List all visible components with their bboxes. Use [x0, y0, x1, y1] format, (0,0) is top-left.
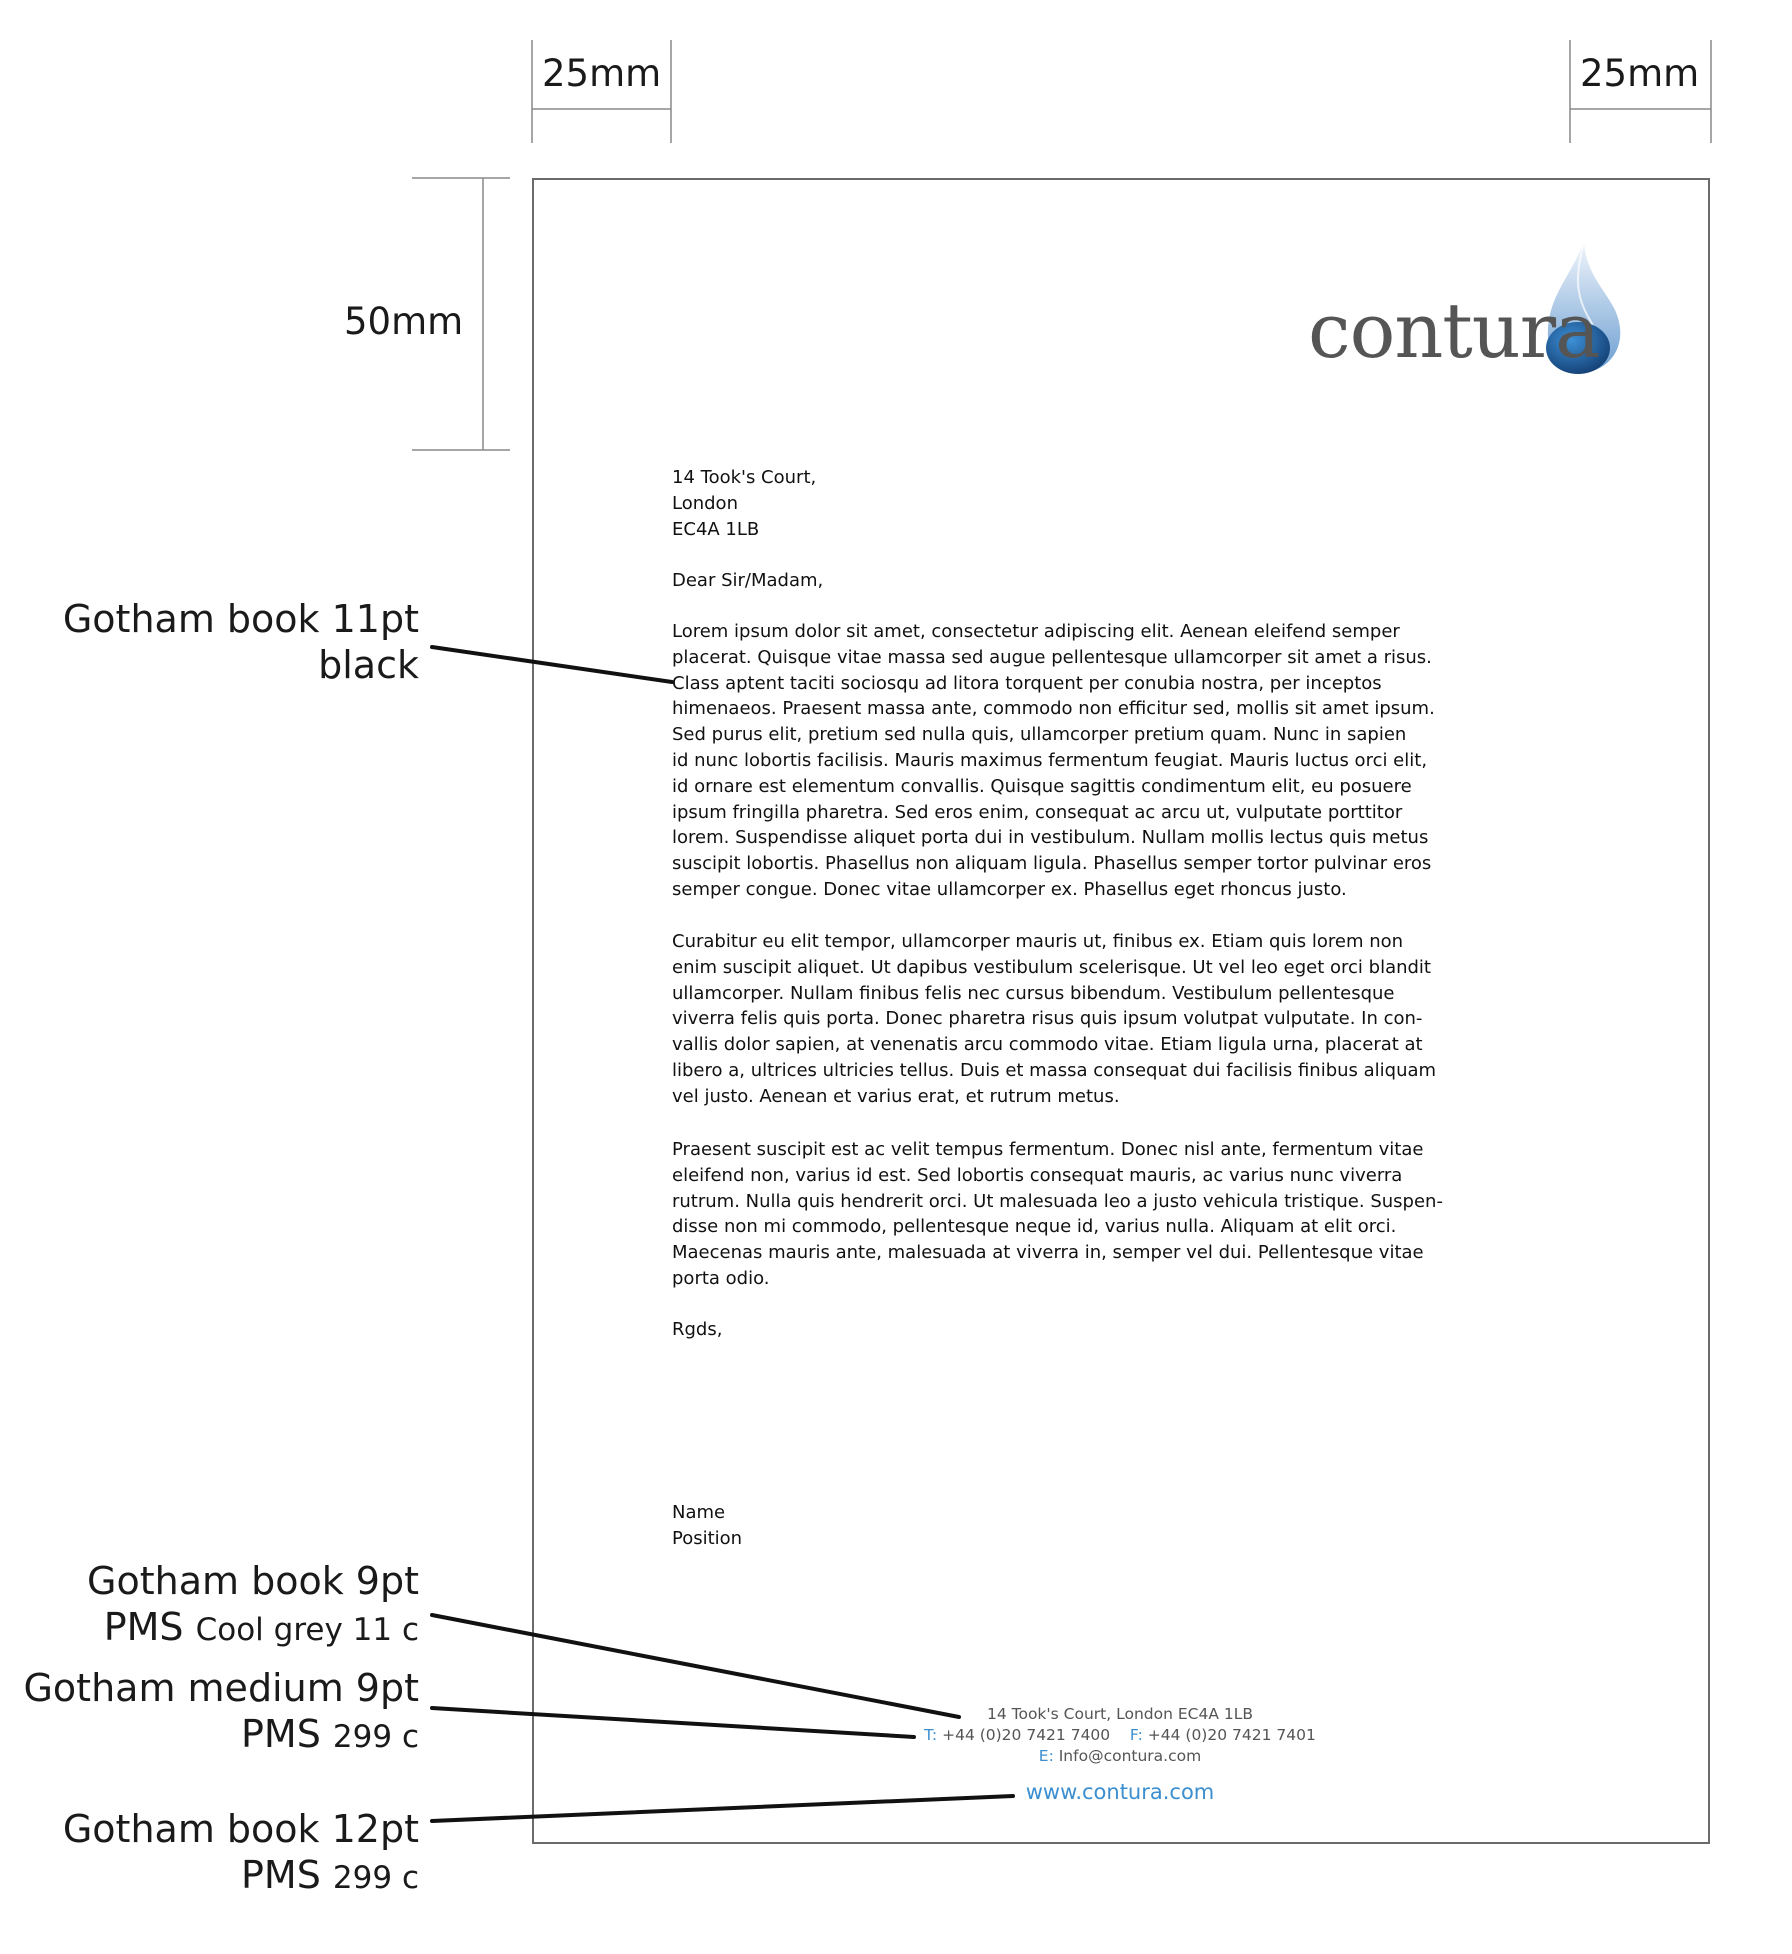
annotation-body-text: Gotham book 11pt black — [63, 596, 419, 688]
paragraph-line: enim suscipit aliquet. Ut dapibus vestib… — [672, 956, 1431, 978]
contura-logo: contura — [1308, 238, 1638, 388]
annotation-line1: Gotham book 12pt — [62, 1807, 419, 1851]
fax-number: +44 (0)20 7421 7401 — [1147, 1726, 1316, 1744]
annotation-line1: Gotham book 9pt — [87, 1559, 419, 1603]
email-address[interactable]: Info@contura.com — [1058, 1747, 1202, 1765]
annotation-line1: Gotham medium 9pt — [23, 1666, 419, 1710]
paragraph-line: disse non mi commodo, pellentesque neque… — [672, 1216, 1397, 1238]
letterhead-page — [532, 178, 1710, 1844]
paragraph-line: ipsum fringilla pharetra. Sed eros enim,… — [672, 801, 1403, 823]
water-drop-icon — [1546, 241, 1621, 374]
annotation-footer-labels: Gotham medium 9pt PMS 299 c — [23, 1665, 419, 1760]
footer-address: 14 Took's Court, London EC4A 1LB — [986, 1705, 1253, 1723]
footer-phone-fax: T: +44 (0)20 7421 7400 F: +44 (0)20 7421… — [700, 1726, 1540, 1744]
paragraph-line: rutrum. Nulla quis hendrerit orci. Ut ma… — [672, 1190, 1443, 1212]
annotation-footer-address: Gotham book 9pt PMS Cool grey 11 c — [87, 1558, 419, 1653]
signatory-name: Name — [672, 1502, 726, 1523]
left-margin-label: 25mm — [542, 52, 662, 95]
paragraph-line: Class aptent taciti sociosqu ad litora t… — [672, 672, 1382, 694]
logo-wordmark: contura — [1308, 286, 1600, 375]
paragraph-line: Curabitur eu elit tempor, ullamcorper ma… — [672, 931, 1404, 952]
paragraph-line: id ornare est elementum convallis. Quisq… — [672, 775, 1412, 797]
annotation-line2: black — [318, 643, 419, 687]
address-line: London — [672, 492, 738, 514]
paragraph-line: ullamcorper. Nullam finibus felis nec cu… — [672, 982, 1395, 1004]
footer-email: E: Info@contura.com — [700, 1747, 1540, 1765]
closing: Rgds, — [672, 1319, 723, 1340]
annotation-website: Gotham book 12pt PMS 299 c — [63, 1806, 419, 1901]
tel-label: T: — [924, 1726, 938, 1744]
annotation-small: Cool grey 11 c — [195, 1612, 419, 1648]
annotation-line2: PMS Cool grey 11 c — [87, 1604, 419, 1653]
paragraph-line: eleifend non, varius id est. Sed loborti… — [672, 1164, 1403, 1186]
signatory-position: Position — [672, 1528, 743, 1549]
paragraph-line: himenaeos. Praesent massa ante, commodo … — [672, 698, 1435, 720]
paragraph-line: libero a, ultrices ultricies tellus. Dui… — [672, 1060, 1437, 1081]
paragraph-line: vallis dolor sapien, at venenatis arcu c… — [672, 1034, 1423, 1056]
paragraph-line: placerat. Quisque vitae massa sed augue … — [672, 646, 1432, 668]
annotation-prefix: PMS — [241, 1853, 333, 1897]
paragraph-line: semper congue. Donec vitae ullamcorper e… — [672, 879, 1347, 900]
paragraph-line: lorem. Suspendisse aliquet porta dui in … — [672, 827, 1429, 849]
paragraph-line: porta odio. — [672, 1268, 770, 1289]
annotation-line2: PMS 299 c — [23, 1711, 419, 1760]
fax-label: F: — [1129, 1726, 1143, 1744]
address-line: 14 Took's Court, — [672, 467, 817, 488]
top-margin-label: 50mm — [344, 300, 464, 343]
paragraph-line: id nunc lobortis facilisis. Mauris maxim… — [672, 750, 1428, 771]
address-line: EC4A 1LB — [672, 518, 760, 540]
paragraph-line: Lorem ipsum dolor sit amet, consectetur … — [672, 621, 1400, 642]
paragraph-line: Praesent suscipit est ac velit tempus fe… — [672, 1139, 1424, 1160]
annotation-small: 299 c — [332, 1719, 419, 1755]
paragraph-line: suscipit lobortis. Phasellus non aliquam… — [672, 853, 1432, 875]
paragraph-line: viverra felis quis porta. Donec pharetra… — [672, 1008, 1423, 1030]
email-label: E: — [1038, 1747, 1054, 1765]
tel-number: +44 (0)20 7421 7400 — [942, 1726, 1111, 1744]
annotation-line1: Gotham book 11pt — [62, 597, 419, 641]
paragraph-line: vel justo. Aenean et varius erat, et rut… — [672, 1085, 1120, 1107]
annotation-prefix: PMS — [241, 1712, 333, 1756]
annotation-small: 299 c — [332, 1860, 419, 1896]
paragraph-line: Maecenas mauris ante, malesuada at viver… — [672, 1242, 1424, 1264]
salutation: Dear Sir/Madam, — [672, 570, 824, 591]
footer-website[interactable]: www.contura.com — [1025, 1780, 1215, 1804]
paragraph-line: Sed purus elit, pretium sed nulla quis, … — [672, 724, 1407, 746]
annotation-prefix: PMS — [103, 1605, 196, 1649]
annotation-line2: PMS 299 c — [63, 1852, 419, 1901]
right-margin-label: 25mm — [1580, 52, 1700, 95]
